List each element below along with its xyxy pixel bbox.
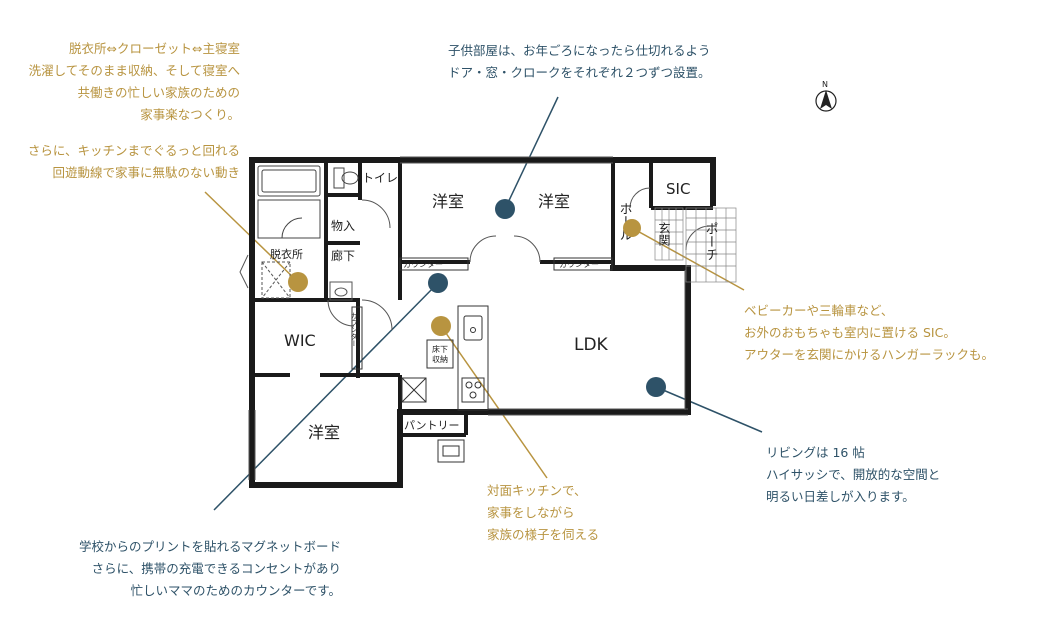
room-label-floor-storage-2: 収納: [432, 354, 448, 364]
room-label-counter-1: カウンター: [403, 260, 443, 269]
room-label-entrance: 玄関: [657, 221, 671, 246]
annotation-sic: ベビーカーや三輪車など、 お外のおもちゃも室内に置ける SIC。 アウターを玄関…: [744, 303, 995, 362]
kitchen-counter: [401, 305, 489, 463]
markers: [288, 199, 666, 397]
room-label-hallway: 廊下: [331, 248, 355, 263]
annotation-washroom: 脱衣所⇔クローゼット⇔主寝室 洗濯してそのまま収納、そして寝室へ 共働きの忙しい…: [28, 41, 240, 122]
leader-living: [655, 386, 763, 433]
annotation-counter: 学校からのプリントを貼れるマグネットボード さらに、携帯の充電できるコンセントが…: [78, 539, 341, 598]
room-label-storage: 物入: [331, 219, 355, 233]
room-label-floor-storage-1: 床下: [432, 344, 448, 354]
room-label-counter-2: カウンター: [559, 260, 599, 269]
room-label-porch: ポーチ: [703, 222, 718, 261]
room-label-pantry: パントリー: [404, 419, 460, 432]
marker-kitchen: [431, 316, 451, 336]
compass-label: N: [822, 80, 828, 89]
bathtub: [257, 165, 321, 239]
room-label-sic: SIC: [666, 180, 690, 198]
room-label-western-1: 洋室: [432, 192, 464, 211]
room-label-western-2: 洋室: [538, 192, 570, 211]
walls: [249, 157, 716, 488]
marker-living: [646, 377, 666, 397]
north-arrow-icon: N: [815, 80, 837, 112]
leader-kids-room: [504, 96, 559, 210]
room-label-ldk: LDK: [574, 335, 609, 355]
windows: [248, 156, 688, 480]
annotation-living: リビングは 16 帖 ハイサッシで、開放的な空間と 明るい日差しが入ります。: [766, 445, 941, 504]
annotation-kitchen: 対面キッチンで、 家事をしながら 家族の様子を伺える: [487, 483, 600, 542]
leader-sic: [631, 227, 745, 291]
marker-washroom: [288, 272, 308, 292]
interior-walls: [252, 160, 713, 437]
room-label-washroom: 脱衣所: [270, 247, 303, 261]
hallway-counter: [351, 257, 613, 370]
room-label-toilet: トイレ: [362, 171, 398, 185]
room-label-counter-3: カウンター: [350, 312, 358, 347]
porch-tiles: [654, 207, 737, 283]
marker-kids-room: [495, 199, 515, 219]
annotation-kids-room: 子供部屋は、お年ごろになったら仕切れるよう ドア・窓・クロークをそれぞれ２つずつ…: [448, 43, 711, 80]
marker-counter: [428, 273, 448, 293]
marker-sic: [623, 219, 641, 237]
room-label-wic: WIC: [284, 331, 316, 350]
annotation-circulation: さらに、キッチンまでぐるっと回れる 回遊動線で家事に無駄のない動き: [27, 143, 240, 180]
toilet-fixture: [333, 167, 359, 189]
leader-counter: [213, 282, 439, 511]
room-label-western-3: 洋室: [308, 423, 340, 442]
room-labels: トイレ 物入 廊下 脱衣所 WIC 洋室 洋室 洋室 LDK SIC ホール 玄…: [270, 171, 718, 442]
leader-kitchen: [440, 325, 548, 479]
